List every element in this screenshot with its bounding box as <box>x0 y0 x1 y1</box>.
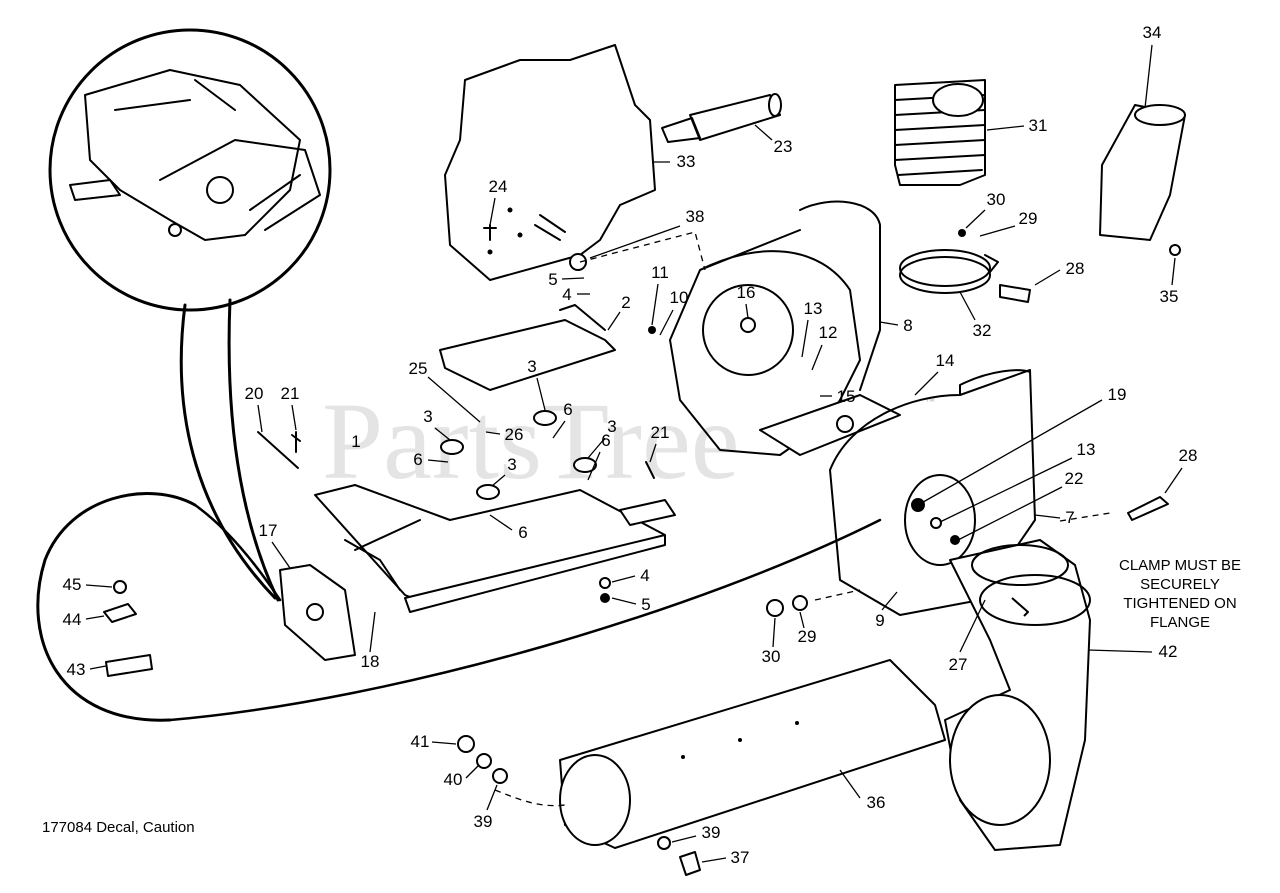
callout-39-a: 39 <box>474 812 493 831</box>
callout-21-a: 21 <box>281 384 300 403</box>
callout-30-a: 30 <box>987 190 1006 209</box>
callout-6-d: 6 <box>518 523 527 542</box>
muffler-23 <box>661 93 782 143</box>
callout-18: 18 <box>361 652 380 671</box>
callout-15: 15 <box>837 387 856 406</box>
callout-36: 36 <box>867 793 886 812</box>
engine-33 <box>444 44 656 281</box>
decal-bubble <box>36 492 882 722</box>
callout-37: 37 <box>731 848 750 867</box>
callout-29-a: 29 <box>1019 209 1038 228</box>
callout-34: 34 <box>1143 23 1162 42</box>
callout-6-a: 6 <box>563 400 572 419</box>
callout-33: 33 <box>677 152 696 171</box>
callout-43: 43 <box>67 660 86 679</box>
callout-12: 12 <box>819 323 838 342</box>
callout-10: 10 <box>670 288 689 307</box>
callout-44: 44 <box>63 610 82 629</box>
plate-2 <box>439 304 616 391</box>
clamp-note-line-2: SECURELY <box>1140 576 1220 593</box>
callout-23: 23 <box>774 137 793 156</box>
callout-28-a: 28 <box>1066 259 1085 278</box>
callout-4-a: 4 <box>562 285 571 304</box>
watermark-trademark: ™ <box>925 396 936 408</box>
hardware <box>457 229 1181 876</box>
callout-19: 19 <box>1108 385 1127 404</box>
decal-note: 177084 Decal, Caution <box>42 819 195 836</box>
callout-7: 7 <box>1065 508 1074 527</box>
callout-26: 26 <box>505 425 524 444</box>
callout-3-a: 3 <box>527 357 536 376</box>
callout-45: 45 <box>63 575 82 594</box>
clamp-note: CLAMP MUST BE SECURELY TIGHTENED ON FLAN… <box>1119 557 1241 631</box>
callout-28-b: 28 <box>1179 446 1198 465</box>
callout-11: 11 <box>651 263 669 282</box>
blower-housing-8 <box>669 200 901 456</box>
detail-bubble <box>48 28 332 602</box>
callout-5-a: 5 <box>548 270 557 289</box>
callout-3-b: 3 <box>423 407 432 426</box>
callout-6-b: 6 <box>413 450 422 469</box>
clamp-note-line-1: CLAMP MUST BE <box>1119 557 1241 574</box>
bracket-17 <box>279 564 356 661</box>
watermark-text: PartsTree <box>322 380 740 502</box>
callout-25: 25 <box>409 359 428 378</box>
callout-24: 24 <box>489 177 508 196</box>
clamp-32 <box>899 249 999 294</box>
spout-34 <box>1099 104 1186 241</box>
callout-27: 27 <box>949 655 968 674</box>
callout-40: 40 <box>444 770 463 789</box>
callout-2: 2 <box>621 293 630 312</box>
callouts: 1 2 3 3 3 3 4 4 5 5 6 6 6 6 7 8 9 10 11 <box>63 23 1198 867</box>
callout-20: 20 <box>245 384 264 403</box>
clamp-note-line-3: TIGHTENED ON <box>1123 595 1236 612</box>
callout-29-b: 29 <box>798 627 817 646</box>
callout-8: 8 <box>903 316 912 335</box>
callout-30-b: 30 <box>762 647 781 666</box>
callout-42: 42 <box>1159 642 1178 661</box>
callout-41: 41 <box>411 732 430 751</box>
tube-36 <box>494 659 946 849</box>
callout-16: 16 <box>737 283 756 302</box>
callout-14: 14 <box>936 351 955 370</box>
callout-35: 35 <box>1160 287 1179 306</box>
callout-17: 17 <box>259 521 278 540</box>
callout-3-d: 3 <box>507 455 516 474</box>
callout-31: 31 <box>1029 116 1048 135</box>
callout-1: 1 <box>351 432 360 451</box>
callout-4-b: 4 <box>640 566 649 585</box>
elbow-42 <box>944 539 1091 851</box>
clamp-note-line-4: FLANGE <box>1150 614 1210 631</box>
callout-39-b: 39 <box>702 823 721 842</box>
callout-5-b: 5 <box>641 595 650 614</box>
callout-13-a: 13 <box>804 299 823 318</box>
callout-32: 32 <box>973 321 992 340</box>
callout-38: 38 <box>686 207 705 226</box>
callout-9: 9 <box>875 611 884 630</box>
callout-6-c: 6 <box>601 431 610 450</box>
callout-22: 22 <box>1065 469 1084 488</box>
callout-3-c: 3 <box>607 417 616 436</box>
callout-13-b: 13 <box>1077 440 1096 459</box>
hose-31 <box>894 79 986 186</box>
frame-1 <box>314 484 676 613</box>
isolators-3 <box>440 410 597 500</box>
callout-21-b: 21 <box>651 423 670 442</box>
